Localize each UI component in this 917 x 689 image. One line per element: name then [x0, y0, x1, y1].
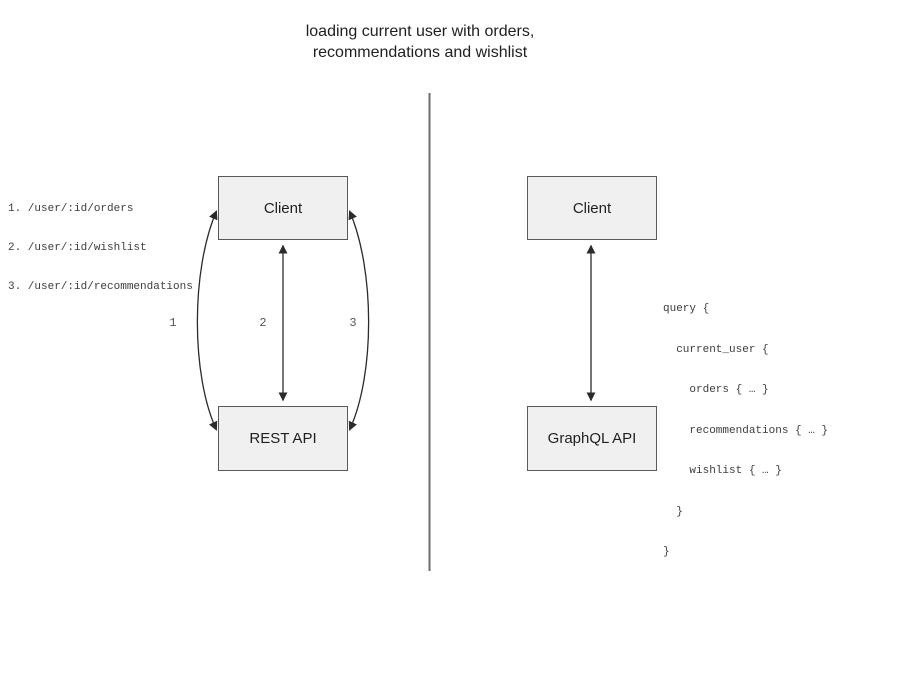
arrow-1-orders [196, 210, 218, 431]
rest-api-box: REST API [218, 406, 348, 471]
graphql-api-box-label: GraphQL API [547, 430, 637, 447]
query-line-1: query { [663, 303, 710, 315]
diagram-title-line1: loading current user with orders, [305, 23, 535, 40]
query-line-7: } [663, 546, 670, 558]
client-box-left: Client [218, 176, 348, 240]
query-line-4: recommendations { … } [663, 424, 829, 437]
rest-endpoint-2: 2. /user/:id/wishlist [8, 242, 147, 254]
client-box-right-label: Client [572, 199, 612, 217]
rest-endpoint-3: 3. /user/:id/recommendations [8, 281, 193, 293]
arrow-label-3: 3 [349, 316, 357, 330]
graphql-query-snippet: query { current_user { orders { … } reco… [663, 276, 828, 587]
diagram-title: loading current user with orders, recomm… [270, 21, 570, 63]
query-line-3: orders { … } [663, 384, 769, 396]
client-box-left-label: Client [263, 199, 303, 217]
rest-endpoints-list: 1. /user/:id/orders 2. /user/:id/wishlis… [8, 177, 193, 320]
diagram-title-line2: recommendations and wishlist [312, 44, 528, 61]
rest-endpoint-1: 1. /user/:id/orders [8, 203, 134, 215]
query-line-2: current_user { [663, 343, 769, 356]
query-line-5: wishlist { … } [663, 465, 782, 477]
arrow-label-2: 2 [259, 316, 267, 330]
graphql-api-box: GraphQL API [527, 406, 657, 471]
client-box-right: Client [527, 176, 657, 240]
query-line-6: } [663, 505, 683, 518]
rest-api-box-label: REST API [249, 430, 317, 447]
arrow-label-1: 1 [169, 316, 177, 330]
